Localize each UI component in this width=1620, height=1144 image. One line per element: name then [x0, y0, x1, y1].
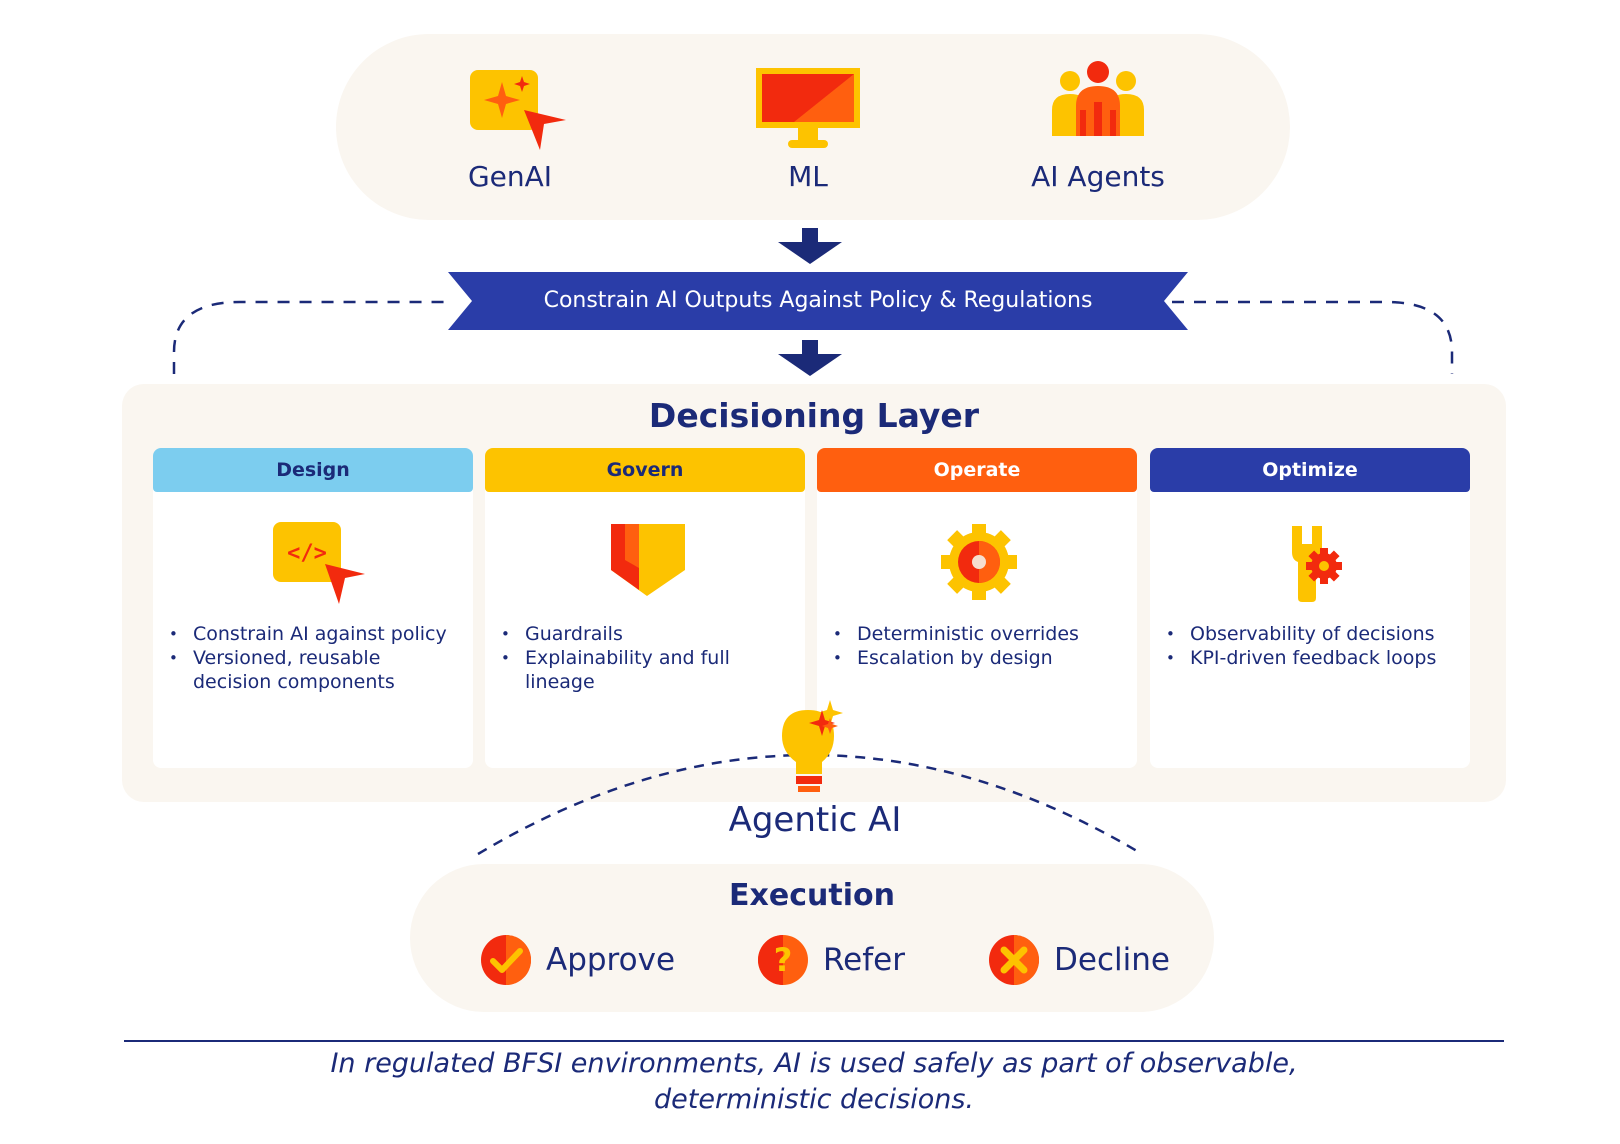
- wrench-gear-icon: [1292, 526, 1342, 602]
- card-govern-list: Guardrails Explainability and full linea…: [501, 622, 795, 694]
- footer-line-1: In regulated BFSI environments, AI is us…: [330, 1048, 1298, 1079]
- list-item: Escalation by design: [833, 646, 1127, 670]
- footer-divider: [124, 1040, 1504, 1042]
- card-govern-header: Govern: [485, 448, 805, 492]
- card-design: Design </> Constrain AI against policy V…: [153, 448, 473, 768]
- svg-text:</>: </>: [287, 541, 327, 566]
- code-bubble-icon: </>: [273, 522, 365, 604]
- list-item: Observability of decisions: [1166, 622, 1460, 646]
- list-item: KPI-driven feedback loops: [1166, 646, 1460, 670]
- card-operate-list: Deterministic overrides Escalation by de…: [833, 622, 1127, 670]
- sources-panel: GenAI ML AI Agents: [336, 34, 1290, 220]
- footer-line-2: deterministic decisions.: [654, 1084, 974, 1115]
- lightbulb-icon: [782, 700, 843, 792]
- shield-icon: [611, 524, 685, 596]
- card-optimize-list: Observability of decisions KPI-driven fe…: [1166, 622, 1460, 670]
- decisioning-layer-title: Decisioning Layer: [648, 396, 980, 435]
- card-design-header: Design: [153, 448, 473, 492]
- list-item: Guardrails: [501, 622, 795, 646]
- list-item: Constrain AI against policy: [169, 622, 463, 646]
- card-govern: Govern Guardrails Explainability and ful…: [485, 448, 805, 768]
- execution-approve: Approve: [480, 934, 675, 986]
- policy-banner: [448, 272, 1188, 330]
- execution-decline: Decline: [988, 934, 1170, 986]
- execution-refer: ? Refer: [757, 934, 905, 986]
- svg-text:?: ?: [774, 941, 793, 979]
- card-optimize: Optimize Observability of decisions KPI-…: [1150, 448, 1470, 768]
- list-item: Explainability and full lineage: [501, 646, 795, 694]
- card-optimize-header: Optimize: [1150, 448, 1470, 492]
- decline-label: Decline: [1054, 942, 1170, 978]
- footer-caption: In regulated BFSI environments, AI is us…: [124, 1046, 1504, 1118]
- execution-title: Execution: [729, 878, 895, 913]
- down-arrow-icon: [778, 228, 842, 264]
- agentic-ai-label: Agentic AI: [728, 800, 902, 840]
- check-circle-icon: [481, 935, 531, 985]
- list-item: Deterministic overrides: [833, 622, 1127, 646]
- source-label-ml: ML: [788, 160, 828, 193]
- dashed-connector: [172, 300, 1454, 374]
- question-circle-icon: ?: [758, 935, 808, 985]
- list-item: Versioned, reusable decision components: [169, 646, 463, 694]
- policy-banner-text: Constrain AI Outputs Against Policy & Re…: [543, 288, 1093, 313]
- monitor-icon: [756, 68, 860, 148]
- gear-icon: [941, 524, 1017, 600]
- down-arrow-icon: [778, 340, 842, 376]
- people-group-icon: [1052, 61, 1144, 136]
- source-label-ai-agents: AI Agents: [1031, 160, 1165, 193]
- card-design-list: Constrain AI against policy Versioned, r…: [169, 622, 463, 694]
- refer-label: Refer: [823, 942, 905, 978]
- card-operate-header: Operate: [817, 448, 1137, 492]
- source-label-genai: GenAI: [467, 160, 553, 193]
- card-operate: Operate Deterministic overrides Escalati…: [817, 448, 1137, 768]
- execution-panel: [410, 864, 1214, 1012]
- approve-label: Approve: [546, 942, 676, 978]
- genai-sparkle-icon: [470, 70, 566, 150]
- x-circle-icon: [989, 935, 1039, 985]
